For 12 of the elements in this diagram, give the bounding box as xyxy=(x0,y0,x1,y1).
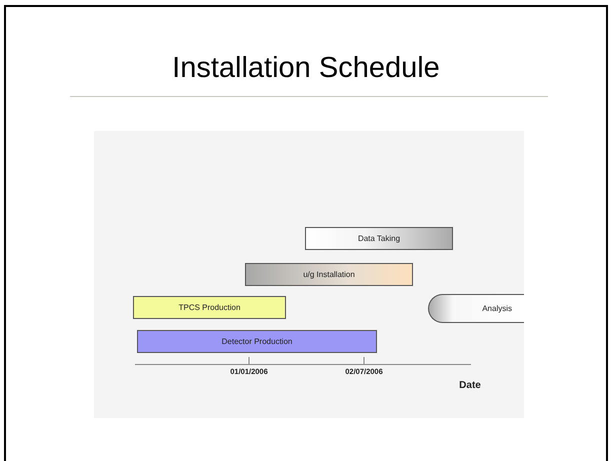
task-label: Analysis xyxy=(482,304,512,313)
task-label: TPCS Production xyxy=(178,303,240,312)
task-label: u/g Installation xyxy=(303,270,355,279)
task-bar xyxy=(245,263,413,286)
task-bar xyxy=(305,227,453,250)
axis-title: Date xyxy=(459,380,481,391)
task-bar xyxy=(133,296,286,319)
slide-title: Installation Schedule xyxy=(171,52,441,85)
task-label: Detector Production xyxy=(222,337,292,346)
task-label: Data Taking xyxy=(358,234,400,243)
task-bar xyxy=(137,330,377,353)
rounded-task-bar xyxy=(428,294,524,323)
